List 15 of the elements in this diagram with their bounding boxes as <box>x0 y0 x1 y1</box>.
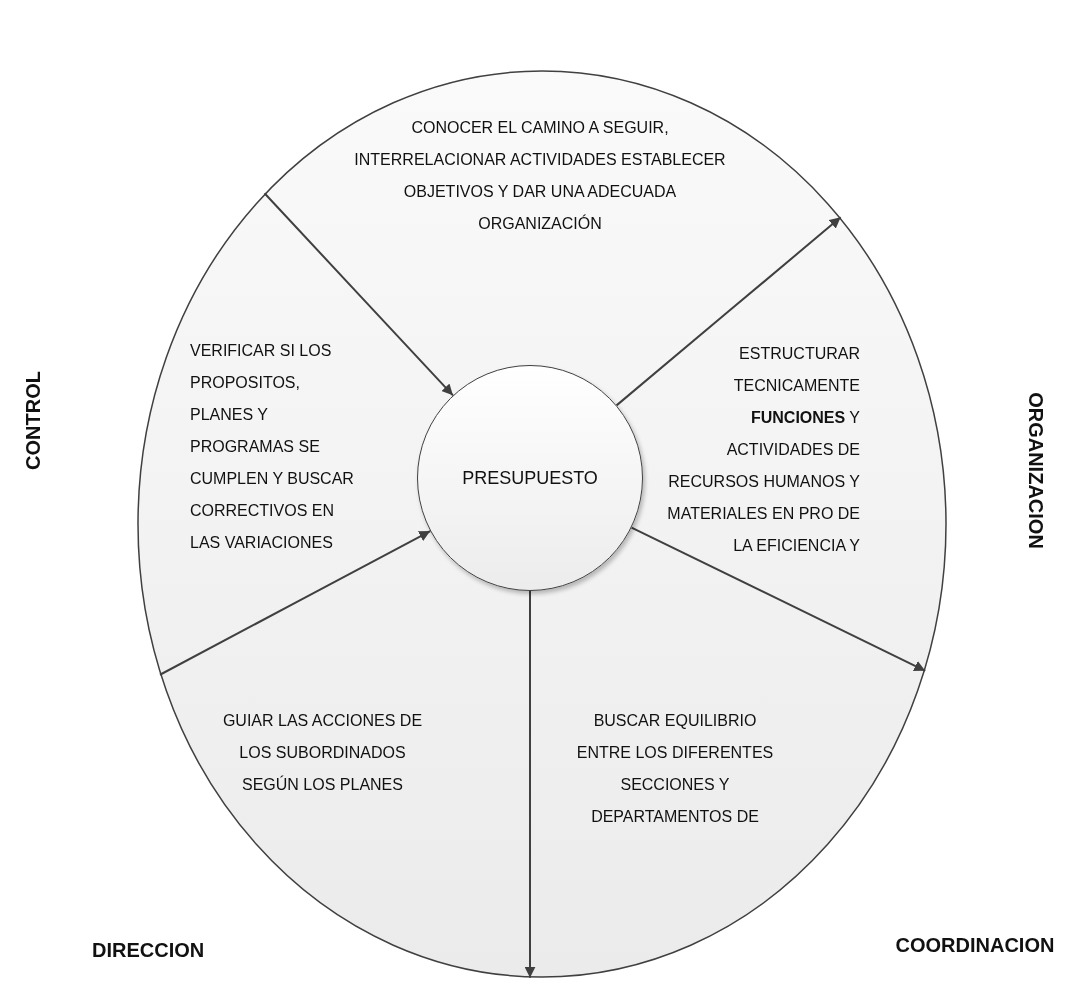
segment-text: ESTRUCTURAR TECNICAMENTE FUNCIONES Y ACTIVIDADES DE RECURSOS HUMANOS Y MATERIALES EN PRO DE LA EFICIENCIA Y <box>660 338 860 562</box>
section-label: COORDINACION <box>895 933 1055 957</box>
segment-text: GUIAR LAS ACCIONES DE LOS SUBORDINADOS SEGÚN LOS PLANES <box>215 705 430 801</box>
section-label: DIRECCION <box>92 938 205 962</box>
arrow <box>630 526 927 672</box>
segment-text: BUSCAR EQUILIBRIO ENTRE LOS DIFERENTES SECCIONES Y DEPARTAMENTOS DE <box>575 705 775 833</box>
segment-text: CONOCER EL CAMINO A SEGUIR, INTERRELACIONAR ACTIVIDADES ESTABLECER OBJETIVOS Y DAR UNA ADECUADA ORGANIZACIÓN <box>350 112 730 240</box>
section-label: CONTROL <box>21 370 45 470</box>
segment-text: VERIFICAR SI LOS PROPOSITOS, PLANES Y PROGRAMAS SE CUMPLEN Y BUSCAR CORRECTIVOS EN LAS VARIACIONES <box>190 335 365 559</box>
section-label: ORGANIZACION <box>1023 391 1047 549</box>
arrow <box>159 530 432 676</box>
arrow <box>263 192 454 397</box>
arrow <box>524 590 536 979</box>
center-label: PRESUPUESTO <box>462 467 598 490</box>
arrow <box>615 216 842 407</box>
